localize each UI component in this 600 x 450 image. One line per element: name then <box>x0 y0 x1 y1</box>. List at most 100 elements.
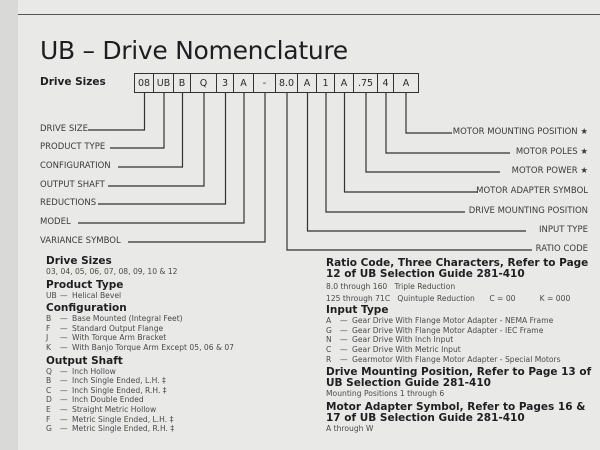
right-label: MOTOR ADAPTER SYMBOL <box>476 186 588 196</box>
list-item: A—Gear Drive With Flange Motor Adapter -… <box>326 316 596 326</box>
list-item: UB—Helical Bevel <box>46 291 316 301</box>
code-cell: 08 <box>135 74 154 92</box>
code-cell: 8.0 <box>276 74 298 92</box>
product-type-heading: Product Type <box>46 278 124 291</box>
list-item: F — Standard Output Flange <box>46 324 316 334</box>
left-label: PRODUCT TYPE <box>40 142 106 152</box>
dash: — <box>60 342 68 352</box>
right-label: MOTOR POWER ★ <box>511 166 588 176</box>
item-code: E <box>46 404 51 414</box>
item-description: Inch Single Ended, R.H. ‡ <box>72 385 167 395</box>
input-type-heading: Input Type <box>326 304 389 317</box>
left-label: OUTPUT SHAFT <box>40 180 105 190</box>
list-item: F—Metric Single Ended, L.H. ‡ <box>46 415 316 425</box>
motor-adapter-heading: Motor Adapter Symbol, Refer to Pages 16 … <box>326 400 586 424</box>
dash: — <box>340 344 348 354</box>
item-code: B <box>46 314 52 324</box>
list-item: R — Gearmotor With Flange Motor Adapter - … <box>326 355 596 365</box>
leader-line <box>78 92 245 224</box>
code-cell: A <box>402 77 410 89</box>
left-label: REDUCTIONS <box>40 198 97 208</box>
drive-sizes-text: 03, 04, 05, 06, 07, 08, 09, 10 & 12 <box>46 267 178 276</box>
ratio-code-heading: Ratio Code, Three Characters, Refer to P… <box>326 257 589 280</box>
item-description: Gear Drive With Flange Motor Adapter - I… <box>352 325 544 335</box>
item-code: F <box>46 323 51 333</box>
item-code: C <box>326 344 332 354</box>
item-description: Straight Metric Hollow <box>72 404 157 414</box>
right-label: INPUT TYPE <box>539 225 588 235</box>
dash: — <box>60 395 68 405</box>
item-description: Metric Single Ended, R.H. ‡ <box>72 424 175 434</box>
dash: — <box>340 354 348 364</box>
item-code: D <box>46 395 52 405</box>
leader-line <box>405 92 452 134</box>
leader-line <box>306 92 526 232</box>
list-item: G — Gear Drive With Flange Motor Adapter -… <box>326 326 596 336</box>
document-page <box>18 0 600 450</box>
dash: — <box>60 314 68 324</box>
list-item: N—Gear Drive With Inch Input <box>326 335 596 345</box>
code-cell: Q <box>191 74 217 92</box>
leader-line <box>98 92 227 205</box>
drive-mounting-heading: Drive Mounting Position, Refer to Page 1… <box>326 366 592 390</box>
left-label: DRIVE SIZE <box>40 124 88 134</box>
item-description: Gear Drive With Metric Input <box>352 344 461 354</box>
list-item: G — Metric Single Ended, R.H. ‡ <box>46 424 316 434</box>
drive-mounting-text: Mounting Positions 1 through 6 <box>326 389 445 399</box>
item-code: UB <box>46 290 57 300</box>
leader-line <box>365 92 500 173</box>
item-description: Inch Double Ended <box>72 395 144 405</box>
dash: — <box>340 316 348 326</box>
dash: — <box>340 325 348 335</box>
dash: — <box>60 424 68 434</box>
list-item: E — Straight Metric Hollow <box>46 405 316 415</box>
dash: — <box>60 376 68 386</box>
right-column: Ratio Code, Three Characters, Refer to P… <box>326 258 596 433</box>
configuration-heading: Configuration <box>46 302 127 315</box>
item-code: Q <box>46 366 52 376</box>
dash: — <box>60 366 68 376</box>
dash: — <box>60 323 68 333</box>
right-label: MOTOR MOUNTING POSITION ★ <box>452 127 588 137</box>
motor-adapter-text: A through W <box>326 423 374 433</box>
code-cell: B <box>174 74 191 92</box>
item-description: Inch Single Ended, L.H. ‡ <box>72 376 166 386</box>
code-cell: 1 <box>317 74 335 92</box>
list-item: D — Inch Double Ended <box>46 395 316 405</box>
list-item: Q—Inch Hollow <box>46 367 316 377</box>
item-code: G <box>46 424 52 434</box>
code-cell: A <box>234 74 254 92</box>
item-description: With Torque Arm Bracket <box>72 333 167 343</box>
page-title: UB – Drive Nomenclature <box>40 36 348 65</box>
list-item: C — Gear Drive With Metric Input <box>326 345 596 355</box>
dash: — <box>60 333 68 343</box>
code-cell: A <box>298 74 317 92</box>
left-label: MODEL <box>40 217 71 227</box>
leader-line <box>108 92 205 187</box>
item-code: R <box>326 354 332 364</box>
code-cell: A <box>335 74 354 92</box>
list-item: B — Base Mounted (Integral Feet) <box>46 314 316 324</box>
leader-line <box>118 92 184 168</box>
drive-sizes-heading: Drive Sizes <box>46 255 112 267</box>
dash: — <box>60 290 68 300</box>
leader-line <box>110 92 165 149</box>
leader-line <box>343 92 478 193</box>
item-description: Base Mounted (Integral Feet) <box>72 314 183 324</box>
divider <box>18 14 600 15</box>
dash: — <box>340 335 348 345</box>
item-description: Gearmotor With Flange Motor Adapter - Sp… <box>352 354 561 364</box>
item-description: Standard Output Flange <box>72 323 164 333</box>
list-item: K—With Banjo Torque Arm Except 05, 06 & … <box>46 343 316 353</box>
item-description: Gear Drive With Inch Input <box>352 335 454 345</box>
item-code: G <box>326 325 332 335</box>
leader-line <box>88 92 146 131</box>
right-label: DRIVE MOUNTING POSITION <box>468 206 588 216</box>
ratio-line-1: 8.0 through 160 Triple Reduction <box>326 282 456 291</box>
dash: — <box>60 404 68 414</box>
leader-line <box>286 92 532 251</box>
item-code: A <box>326 316 332 326</box>
right-label: RATIO CODE <box>535 244 588 254</box>
leader-line <box>385 92 510 154</box>
left-label: CONFIGURATION <box>40 161 111 171</box>
